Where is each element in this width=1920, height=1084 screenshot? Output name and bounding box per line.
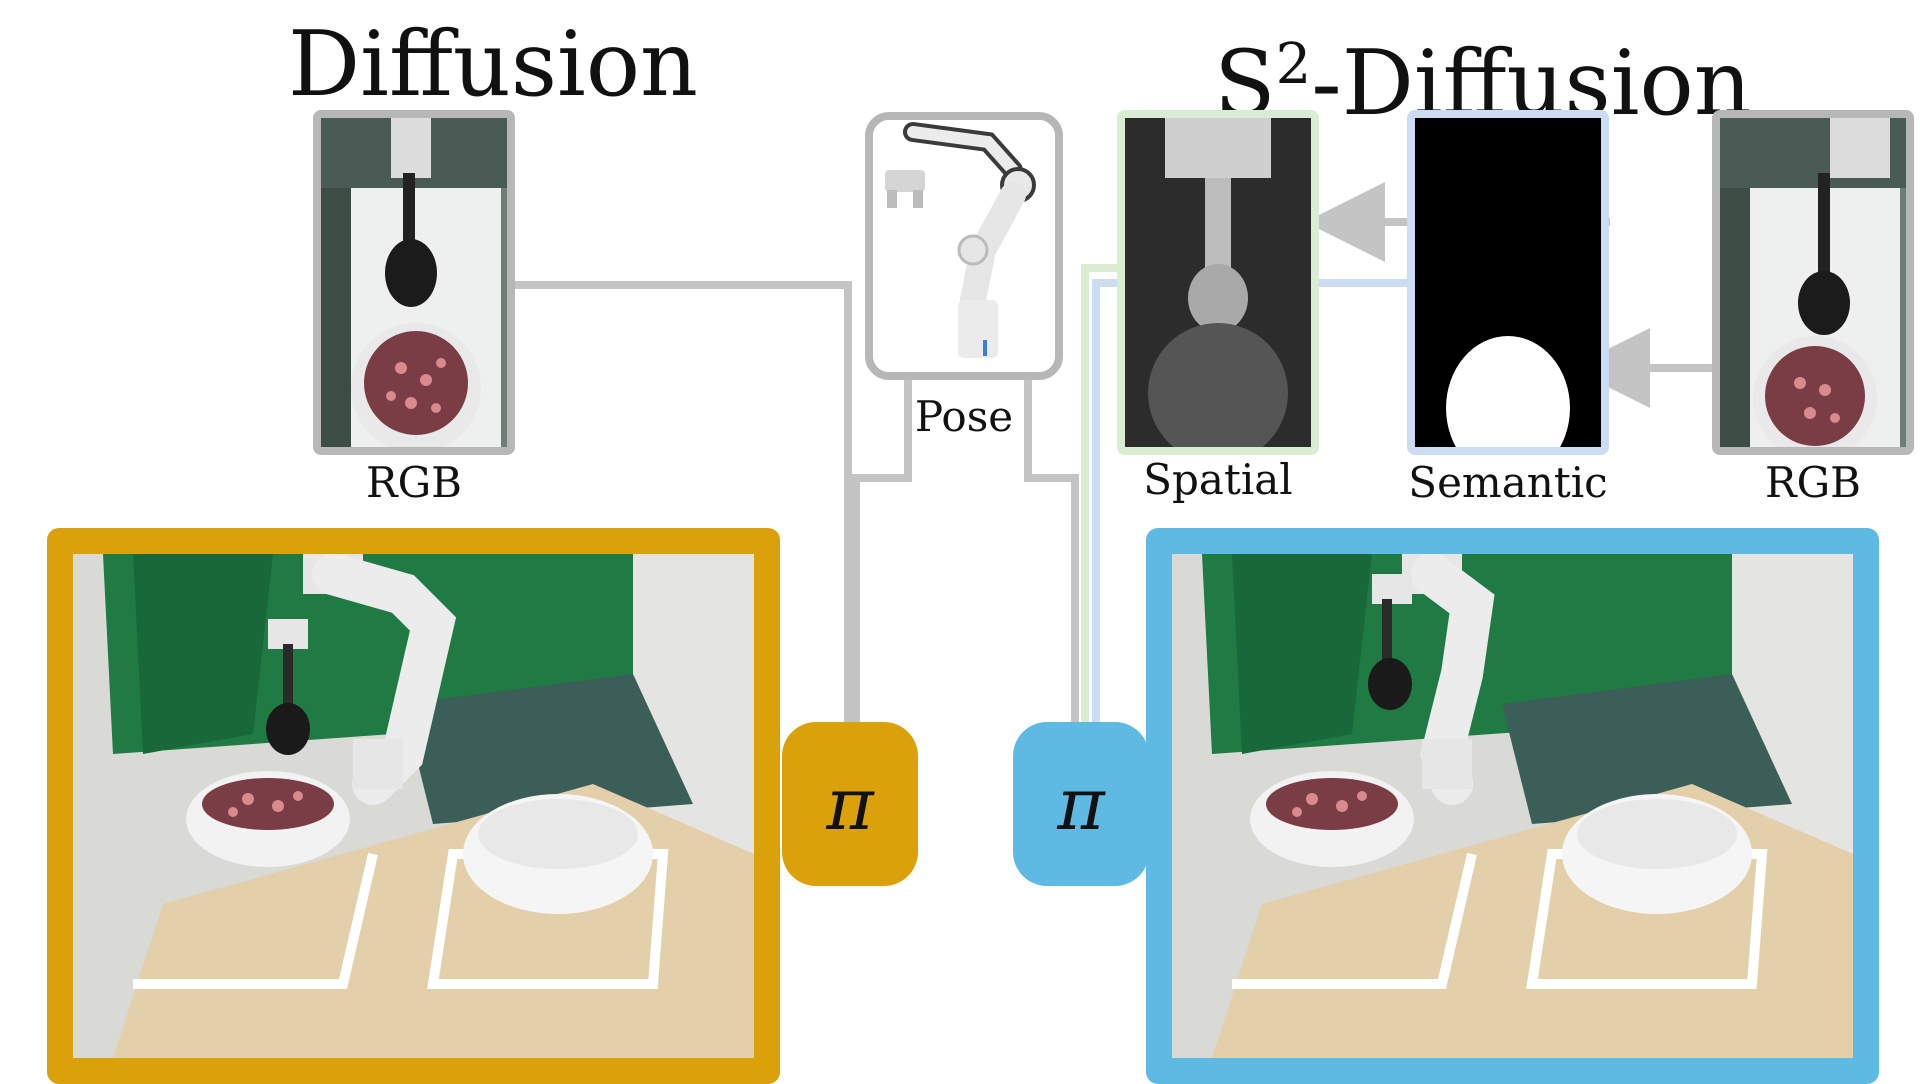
diffusion-robot-scene xyxy=(73,554,754,1058)
diffusion-policy-box: π xyxy=(782,722,918,886)
spatial-label: Spatial xyxy=(1143,455,1293,504)
pose-label: Pose xyxy=(914,392,1014,441)
wire-rgb-to-left-policy xyxy=(512,281,852,725)
left-rgb-thumbnail xyxy=(313,110,515,455)
robot-arm-icon xyxy=(873,120,1055,372)
right-rgb-label: RGB xyxy=(1764,458,1862,507)
title-diffusion: Diffusion xyxy=(288,12,698,117)
spatial-depth-image xyxy=(1125,118,1311,447)
pose-thumbnail xyxy=(865,112,1063,380)
left-rgb-label: RGB xyxy=(365,458,463,507)
s2-diffusion-scene-frame xyxy=(1146,528,1879,1084)
s2-policy-box: π xyxy=(1013,722,1149,886)
semantic-mask-image xyxy=(1415,118,1601,447)
wire-pose-to-right-policy xyxy=(1024,380,1079,725)
semantic-label: Semantic xyxy=(1408,458,1608,507)
right-rgb-image xyxy=(1720,118,1906,447)
diffusion-scene-frame xyxy=(47,528,780,1084)
spatial-thumbnail xyxy=(1117,110,1319,455)
s2-diffusion-robot-scene xyxy=(1172,554,1853,1058)
left-rgb-image xyxy=(321,118,507,447)
wire-spatial-to-right-policy xyxy=(1081,264,1120,725)
wire-pose-to-left-policy xyxy=(852,380,912,725)
right-rgb-thumbnail xyxy=(1712,110,1914,455)
semantic-thumbnail xyxy=(1407,110,1609,455)
title-s2-sup: 2 xyxy=(1275,32,1312,97)
